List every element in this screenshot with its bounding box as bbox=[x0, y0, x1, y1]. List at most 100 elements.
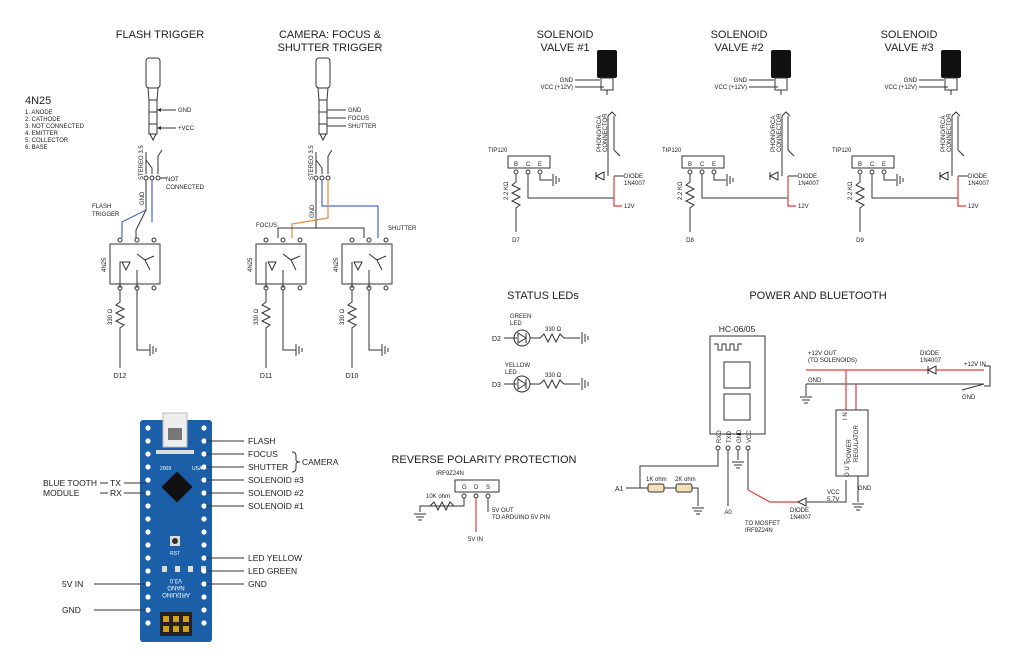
legend-item: 3. NOT CONNECTED bbox=[25, 124, 85, 130]
bt-pin: GND bbox=[737, 429, 743, 443]
a1-label: A1 bbox=[615, 486, 624, 493]
valve-gnd-label: GND bbox=[904, 78, 918, 84]
right-pin-header bbox=[201, 425, 207, 626]
led-res-label: 330 Ω bbox=[545, 373, 562, 379]
legend-item: 2. CATHODE bbox=[25, 117, 61, 123]
led-label: LED bbox=[510, 321, 522, 327]
mosfet-label: TO MOSFET bbox=[745, 521, 780, 527]
gnd-label: GND bbox=[962, 395, 976, 401]
section-title: VALVE #2 bbox=[714, 42, 763, 54]
mosfet-label: IRF9Z24N bbox=[745, 528, 773, 534]
led-pin: D3 bbox=[492, 382, 501, 389]
diode-label: 1N4007 bbox=[920, 358, 942, 364]
opto-label: 4N25 bbox=[334, 257, 340, 272]
valve-vcc-label: VCC (+12V) bbox=[884, 85, 917, 91]
pin-label-solenoid1: SOLENOID #1 bbox=[248, 501, 304, 511]
pin-label-tx: TX bbox=[110, 478, 121, 488]
legend-item: 6. BASE bbox=[25, 145, 48, 151]
pin-label-led-green: LED GREEN bbox=[248, 566, 297, 576]
pin-b: B bbox=[688, 162, 692, 168]
optocoupler bbox=[109, 243, 161, 285]
valve-conn-label: PHONO/RCA bbox=[941, 116, 947, 152]
out-label: 5V OUT bbox=[492, 508, 514, 514]
valve-vcc-label: VCC (+12V) bbox=[714, 85, 747, 91]
pin-b: B bbox=[514, 162, 518, 168]
flash-nc-label: NOT bbox=[166, 177, 179, 183]
pin-c: C bbox=[870, 162, 875, 168]
optocoupler bbox=[255, 243, 307, 285]
pin-g: G bbox=[462, 485, 467, 491]
cam-gnd-label: GND bbox=[348, 108, 362, 114]
camera-trigger-circuit: CAMERA: FOCUS & SHUTTER TRIGGER GND FOCU… bbox=[248, 29, 417, 380]
pin-label-flash: FLASH bbox=[248, 436, 275, 446]
icsp-header bbox=[160, 612, 192, 636]
bt-module-label: MODULE bbox=[43, 488, 80, 498]
tip120-transistor bbox=[507, 155, 551, 169]
rca-plug-icon bbox=[771, 50, 791, 78]
board-label: V3.0 bbox=[169, 577, 182, 583]
flash-res-label: 330 Ω bbox=[108, 308, 114, 325]
flash-trigger-label: FLASH bbox=[92, 204, 111, 210]
pin-label-rx: RX bbox=[110, 488, 122, 498]
v12-label: 12V bbox=[968, 204, 979, 210]
pin-c: C bbox=[526, 162, 531, 168]
section-title: STATUS LEDs bbox=[507, 290, 579, 302]
optocoupler bbox=[341, 243, 393, 285]
cam-focus-label: FOCUS bbox=[348, 116, 369, 122]
section-title: SHUTTER TRIGGER bbox=[278, 42, 383, 54]
legend-item: 1. ANODE bbox=[25, 110, 53, 116]
vcc-label: 5.7V bbox=[827, 497, 839, 503]
section-title: VALVE #1 bbox=[540, 42, 589, 54]
valve-conn-label: CONNECTOR bbox=[603, 113, 609, 152]
pin-label-5v-in: 5V IN bbox=[62, 579, 83, 589]
led-label: YELLOW bbox=[505, 363, 530, 369]
cam-shutter-wire-label: SHUTTER bbox=[388, 226, 417, 232]
diode-label: DIODE bbox=[624, 174, 643, 180]
cam-shutter-label: SHUTTER bbox=[348, 124, 377, 130]
flash-gnd-wire-label: GND bbox=[140, 191, 146, 205]
reg-label: POWER bbox=[847, 439, 853, 462]
in-label: 5V IN bbox=[468, 537, 483, 543]
section-title: POWER AND BLUETOOTH bbox=[749, 290, 886, 302]
valve-conn-label: PHONO/RCA bbox=[771, 116, 777, 152]
mcu-chip bbox=[161, 471, 193, 503]
out12-label: +12V OUT bbox=[808, 351, 837, 357]
reverse-polarity-circuit: REVERSE POLARITY PROTECTION IRF9Z24N G D… bbox=[391, 454, 576, 543]
res-label: 10K ohm bbox=[426, 494, 450, 500]
pin-label-focus: FOCUS bbox=[248, 449, 278, 459]
valve-1-circuit: SOLENOID VALVE #1 GND VCC (+12V) PHONO/R… bbox=[488, 29, 646, 244]
reg-out: O U T bbox=[845, 461, 851, 477]
reg-label: REGULATOR bbox=[854, 425, 860, 462]
valve-conn-label: PHONO/RCA bbox=[597, 116, 603, 152]
flash-stereo-label: STEREO 3.5 bbox=[139, 145, 145, 180]
res-label: 2.2 KΩ bbox=[848, 181, 854, 200]
stereo-plug-icon bbox=[145, 57, 161, 142]
camera-brace-label: CAMERA bbox=[302, 457, 339, 467]
stereo-plug-icon bbox=[315, 57, 331, 142]
board-body bbox=[140, 420, 212, 642]
rca-plug-icon bbox=[941, 50, 961, 78]
cam-res-label: 330 Ω bbox=[340, 308, 346, 325]
v12-label: 12V bbox=[798, 204, 809, 210]
mosfet-part: IRF9Z24N bbox=[436, 471, 464, 477]
res-label: 2K ohm bbox=[675, 477, 696, 483]
opto-label: 4N25 bbox=[248, 257, 254, 272]
pin-e: E bbox=[712, 162, 716, 168]
bt-pin: TXD bbox=[727, 430, 733, 443]
reg-gnd: GND bbox=[858, 486, 872, 492]
power-regulator bbox=[835, 409, 869, 477]
pin-label-gnd: GND bbox=[62, 605, 81, 615]
valve-gnd-label: GND bbox=[734, 78, 748, 84]
section-title: REVERSE POLARITY PROTECTION bbox=[391, 454, 576, 466]
a0-label: A0 bbox=[724, 510, 732, 516]
pin-label-led-yellow: LED YELLOW bbox=[248, 553, 302, 563]
cam-res-label: 330 Ω bbox=[254, 308, 260, 325]
valve-3-circuit: SOLENOID VALVE #3 GND VCC (+12V) PHONO/R… bbox=[832, 29, 990, 244]
led-label: GREEN bbox=[510, 314, 531, 320]
tip120-label: TIP120 bbox=[832, 148, 852, 154]
led-pin: D2 bbox=[492, 336, 501, 343]
diode-label: DIODE bbox=[790, 508, 809, 514]
pin-d: D bbox=[474, 485, 479, 491]
valve-2-circuit: SOLENOID VALVE #2 GND VCC (+12V) PHONO/R… bbox=[662, 29, 820, 244]
pin-c: C bbox=[700, 162, 705, 168]
